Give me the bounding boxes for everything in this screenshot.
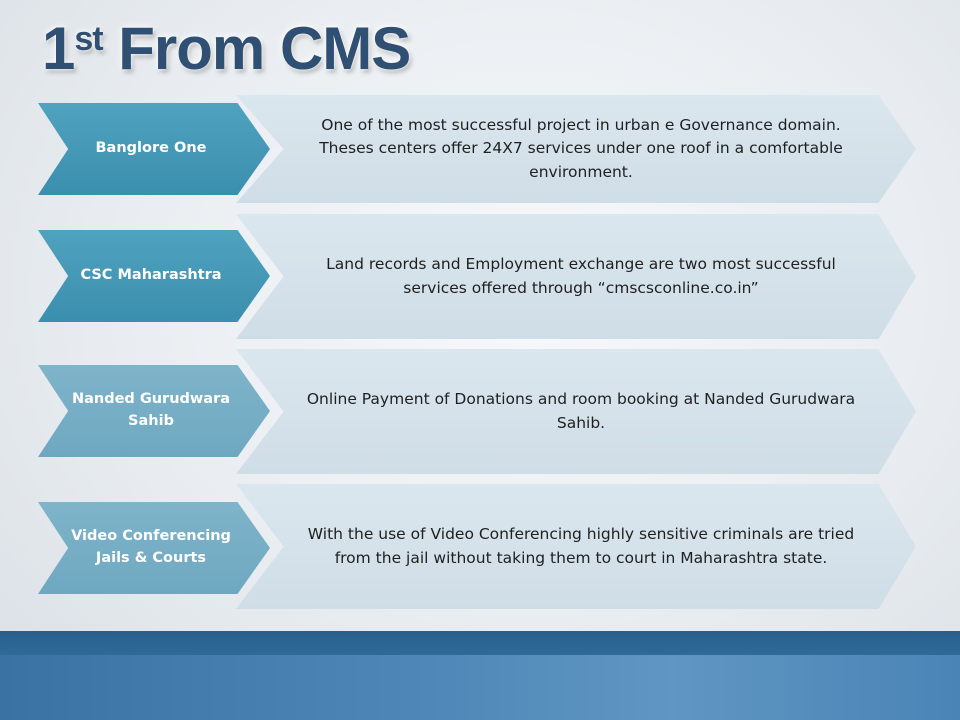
description-text: Online Payment of Donations and room boo… [306, 390, 856, 432]
description-text: With the use of Video Conferencing highl… [307, 525, 855, 567]
slide-title: 1st From CMS [42, 14, 411, 83]
list-item-video-conferencing: With the use of Video Conferencing highl… [0, 484, 960, 609]
description-chevron: One of the most successful project in ur… [236, 95, 916, 203]
label-chevron: Nanded Gurudwara Sahib [38, 365, 270, 457]
chevron-list: One of the most successful project in ur… [0, 95, 960, 609]
label-text: CSC Maharashtra [80, 267, 222, 284]
description-text: Land records and Employment exchange are… [326, 255, 836, 297]
label-text: Nanded Gurudwara Sahib [71, 391, 231, 429]
description-chevron: Land records and Employment exchange are… [236, 214, 916, 339]
title-ordinal-suffix: st [74, 20, 103, 58]
footer-band-dark [0, 631, 960, 655]
footer-band [0, 655, 960, 720]
list-item-nanded-gurudwara: Online Payment of Donations and room boo… [0, 349, 960, 474]
description-chevron: Online Payment of Donations and room boo… [236, 349, 916, 474]
label-chevron: Video Conferencing Jails & Courts [38, 502, 270, 594]
title-number: 1 [42, 15, 75, 82]
label-chevron: Banglore One [38, 103, 270, 195]
label-text: Video Conferencing Jails & Courts [71, 528, 231, 566]
title-text: From CMS [118, 15, 411, 82]
description-chevron: With the use of Video Conferencing highl… [236, 484, 916, 609]
list-item-banglore-one: One of the most successful project in ur… [0, 95, 960, 203]
list-item-csc-maharashtra: Land records and Employment exchange are… [0, 214, 960, 339]
description-text: One of the most successful project in ur… [319, 116, 843, 181]
label-text: Banglore One [95, 140, 207, 157]
label-chevron: CSC Maharashtra [38, 230, 270, 322]
